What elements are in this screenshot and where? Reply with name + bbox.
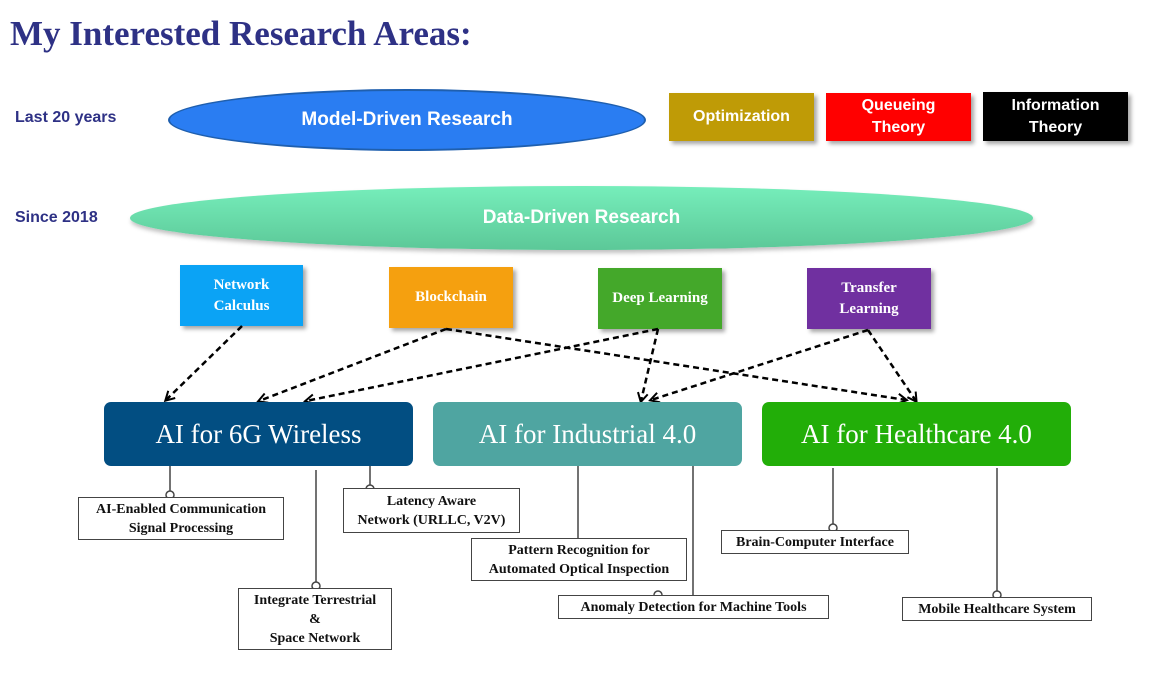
arrow-blockchain-to-healthcare [445, 327, 906, 400]
theory-optimization: Optimization [669, 93, 814, 141]
application-pattern-recognition: Pattern Recognition for Automated Optica… [471, 538, 687, 581]
application-line: & [309, 611, 321, 627]
arrow-blockchain-to-6g [259, 327, 447, 401]
arrow-network-calculus-to-6g [166, 325, 243, 400]
application-line: Space Network [269, 630, 361, 646]
technique-label-line: Blockchain [415, 289, 487, 305]
arrow-transfer-learning-to-industrial [651, 328, 869, 400]
technique-transfer-learning: Transfer Learning [807, 268, 931, 329]
application-mobile-healthcare: Mobile Healthcare System [902, 597, 1092, 621]
domain-industrial: AI for Industrial 4.0 [433, 402, 742, 466]
application-line: Signal Processing [128, 520, 234, 536]
model-driven-research-label: Model-Driven Research [301, 109, 513, 130]
application-line: Anomaly Detection for Machine Tools [580, 599, 807, 615]
technique-label-line: Transfer [841, 279, 897, 296]
application-anomaly-detection: Anomaly Detection for Machine Tools [558, 595, 829, 619]
application-line: Latency Aware [386, 493, 477, 509]
domain-healthcare-label: AI for Healthcare 4.0 [801, 418, 1032, 449]
model-driven-research-ellipse: Model-Driven Research [168, 89, 646, 151]
application-line: Integrate Terrestrial [253, 592, 377, 608]
technique-label-line: Network [213, 276, 270, 293]
theory-information-line: Theory [1028, 118, 1083, 136]
technique-network-calculus: Network Calculus [180, 265, 303, 326]
technique-blockchain: Blockchain [389, 267, 513, 328]
technique-label-line: Calculus [213, 297, 270, 314]
data-driven-research-label: Data-Driven Research [482, 207, 681, 228]
domain-healthcare: AI for Healthcare 4.0 [762, 402, 1071, 466]
data-driven-research-ellipse: Data-Driven Research [130, 186, 1033, 250]
arrow-transfer-learning-to-healthcare [866, 329, 916, 401]
theory-queueing: Queueing Theory [826, 93, 971, 141]
domain-6g-wireless-label: AI for 6G Wireless [155, 418, 362, 449]
application-line: Automated Optical Inspection [488, 561, 670, 577]
theory-information: Information Theory [983, 92, 1128, 141]
application-latency-aware-network: Latency Aware Network (URLLC, V2V) [343, 488, 520, 533]
technique-label-line: Learning [839, 300, 899, 317]
application-line: AI-Enabled Communication [96, 501, 266, 517]
technique-label-line: Deep Learning [612, 290, 708, 306]
application-line: Network (URLLC, V2V) [357, 512, 506, 528]
theory-information-line: Information [1011, 96, 1100, 114]
era-label-current: Since 2018 [15, 209, 98, 226]
arrow-deep-learning-to-industrial [641, 328, 660, 401]
domain-6g-wireless: AI for 6G Wireless [104, 402, 413, 466]
application-ai-enabled-communication: AI-Enabled Communication Signal Processi… [78, 497, 284, 540]
technique-deep-learning: Deep Learning [598, 268, 722, 329]
page-title: My Interested Research Areas: [10, 14, 472, 53]
domain-industrial-label: AI for Industrial 4.0 [478, 418, 697, 449]
theory-queueing-line: Theory [871, 119, 926, 136]
application-line: Pattern Recognition for [508, 542, 650, 558]
theory-queueing-line: Queueing [861, 97, 936, 114]
arrow-deep-learning-to-6g [306, 327, 659, 401]
application-brain-computer-interface: Brain-Computer Interface [721, 530, 909, 554]
application-line: Mobile Healthcare System [918, 601, 1076, 617]
era-label-past: Last 20 years [15, 109, 117, 126]
theory-optimization-line: Optimization [693, 108, 790, 125]
application-integrate-terrestrial-space: Integrate Terrestrial & Space Network [238, 588, 392, 650]
application-line: Brain-Computer Interface [736, 534, 894, 550]
